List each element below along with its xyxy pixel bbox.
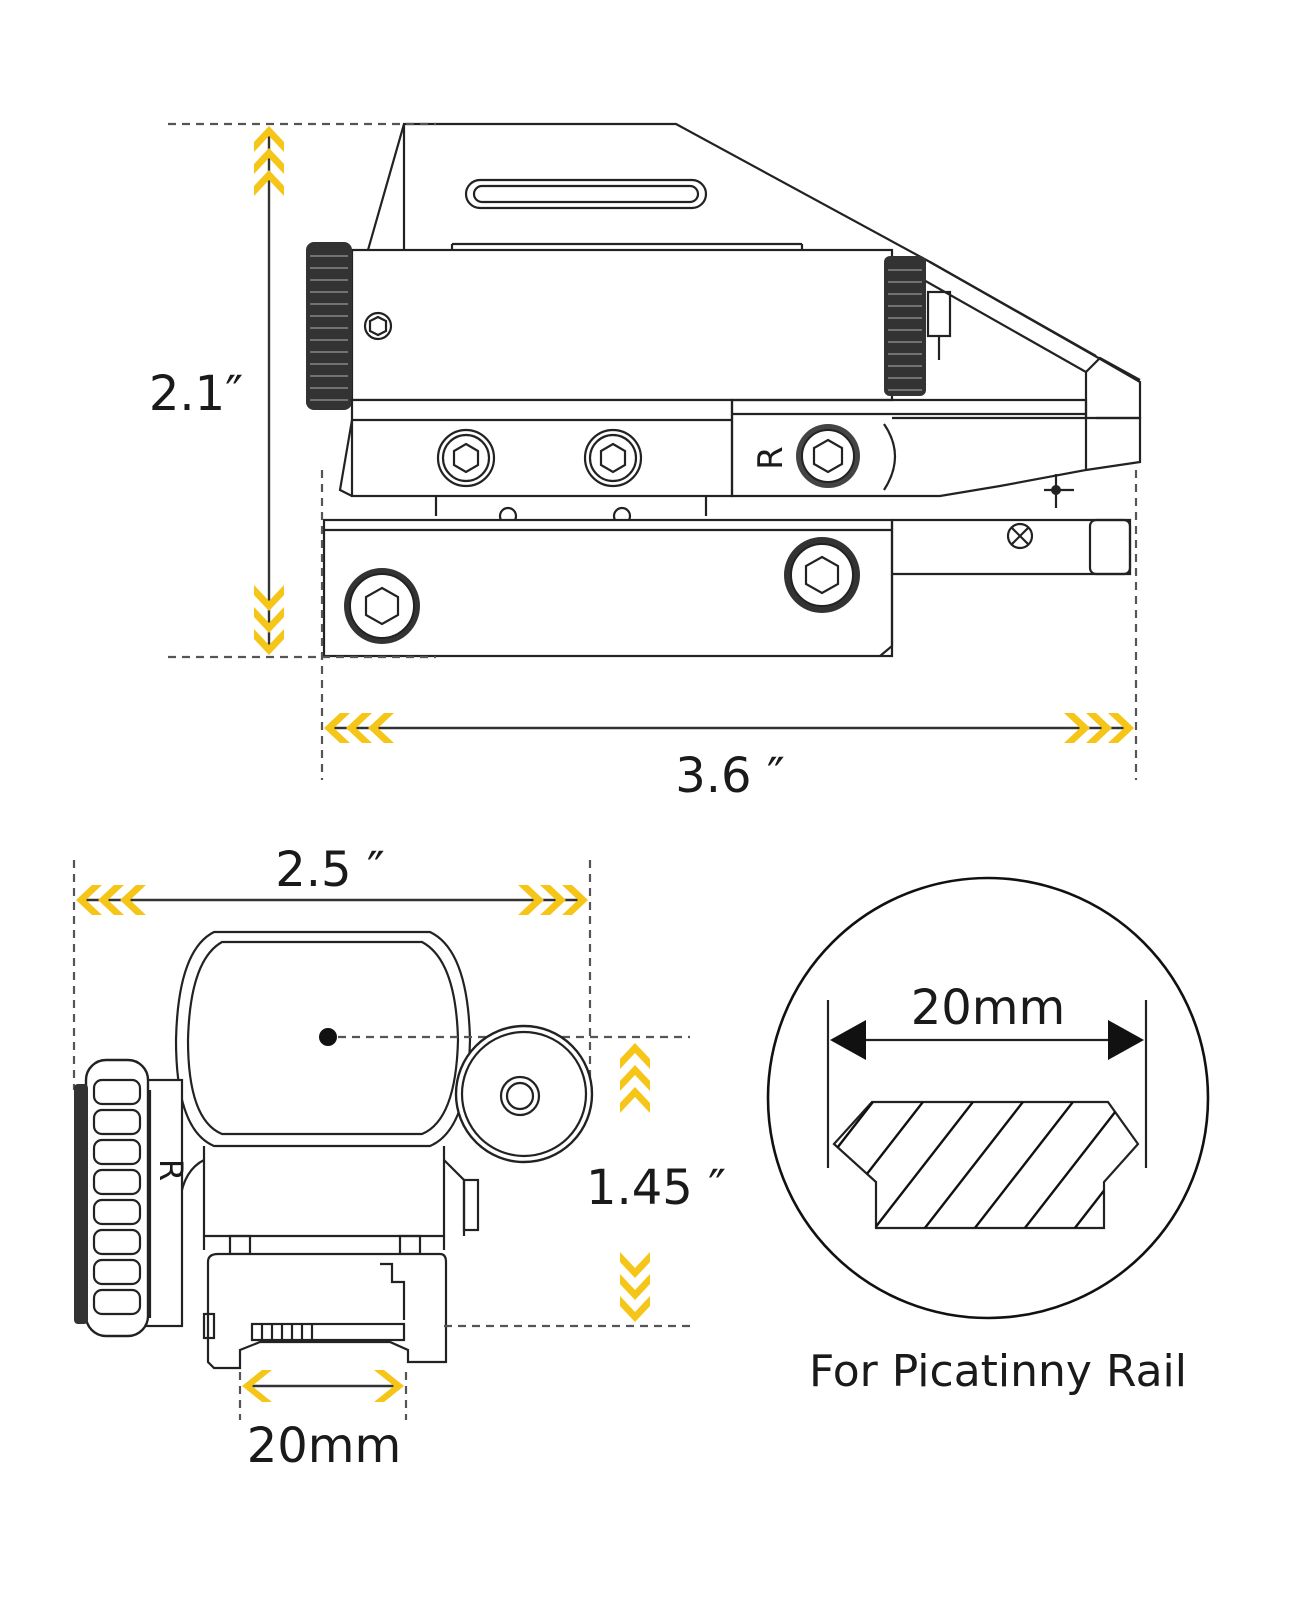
rail-profile <box>832 1100 1140 1230</box>
front-view-mark: R <box>152 1159 190 1181</box>
optical-axis-dot <box>319 1028 337 1046</box>
side-view-reticle-mark <box>1044 474 1074 508</box>
side-view-window-slot <box>464 178 708 210</box>
rail-detail: 20mm For Picatinny Rail <box>766 876 1210 1397</box>
side-view-knurled-screw <box>796 424 860 488</box>
front-view: 2.5 ″ R <box>72 842 726 1474</box>
front-view-rail-mount <box>202 1252 448 1370</box>
front-view-adjust-knob <box>454 1024 594 1164</box>
rail-width-label: 20mm <box>247 1418 402 1474</box>
side-view-screw-1 <box>436 428 496 488</box>
axis-height-label: 1.45 ″ <box>586 1160 726 1216</box>
side-view-mark: R <box>751 446 791 470</box>
side-view-front-knob <box>884 256 926 396</box>
side-view-lower-body <box>350 398 734 498</box>
rail-detail-circle <box>766 876 1210 1320</box>
rail-detail-caption: For Picatinny Rail <box>809 1346 1187 1397</box>
side-view: R <box>149 122 1142 804</box>
side-view-small-screw <box>363 311 393 341</box>
length-label: 3.6 ″ <box>675 748 785 804</box>
side-view-rear-knob <box>306 242 352 410</box>
axis-height-arrow-bottom <box>620 1252 650 1322</box>
side-view-body <box>350 248 894 402</box>
side-view-screw-2 <box>583 428 643 488</box>
front-view-side-knob: R <box>74 1058 190 1338</box>
rail-detail-width-label: 20mm <box>911 980 1066 1036</box>
rail-detail-arrow-right <box>1108 1020 1144 1060</box>
rail-detail-arrow-left <box>830 1020 866 1060</box>
width-label: 2.5 ″ <box>275 842 385 898</box>
height-label: 2.1″ <box>149 366 243 422</box>
side-view-mount-screw-2 <box>784 537 860 613</box>
side-view-mount-screw-1 <box>344 568 420 644</box>
side-view-cross-screw <box>1006 522 1034 550</box>
axis-height-arrow-top <box>620 1043 650 1113</box>
